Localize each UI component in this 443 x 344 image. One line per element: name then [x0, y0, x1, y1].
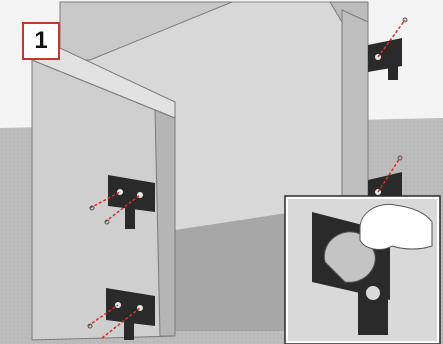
inset-bracket-tab — [358, 275, 388, 335]
magnified-inset — [285, 196, 440, 344]
step-number-badge: 1 — [22, 22, 60, 60]
inset-bracket-hole — [366, 286, 380, 300]
